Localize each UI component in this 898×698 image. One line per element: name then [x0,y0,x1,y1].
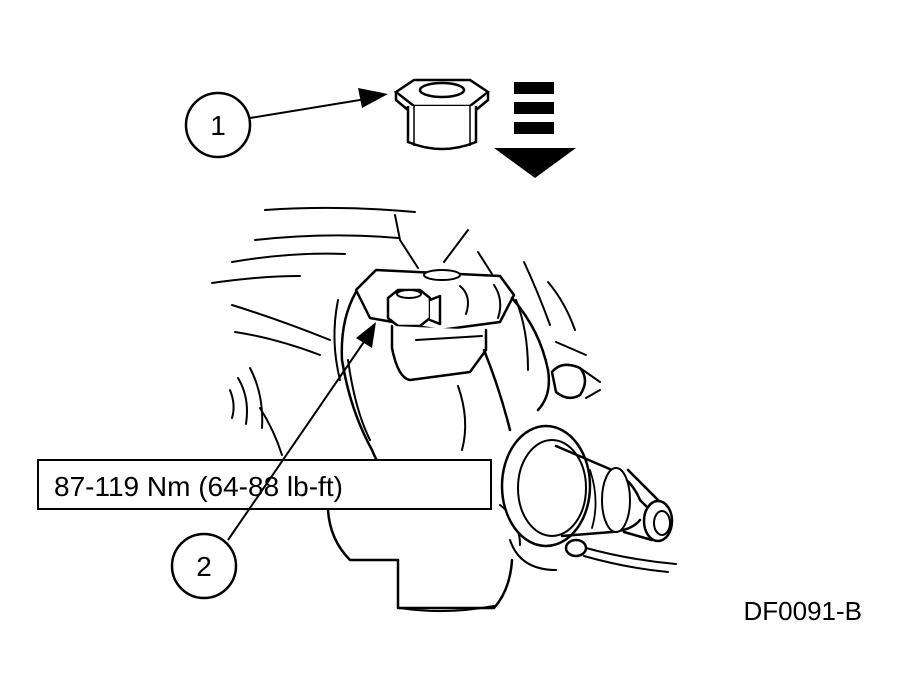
steering-knuckle [211,206,677,613]
figure-id: DF0091-B [744,596,863,626]
torque-spec-text: 87-119 Nm (64-88 lb-ft) [54,471,343,502]
direction-arrow-icon [494,82,576,178]
callout-1-number: 1 [210,110,226,141]
spindle [500,424,674,548]
pinch-bolt [386,288,442,328]
hex-plug [393,78,491,151]
torque-spec-label: 87-119 Nm (64-88 lb-ft) [37,459,492,510]
callout-2-number: 2 [196,551,212,582]
callout-1: 1 [184,88,388,159]
callout-2: 2 [170,322,376,600]
